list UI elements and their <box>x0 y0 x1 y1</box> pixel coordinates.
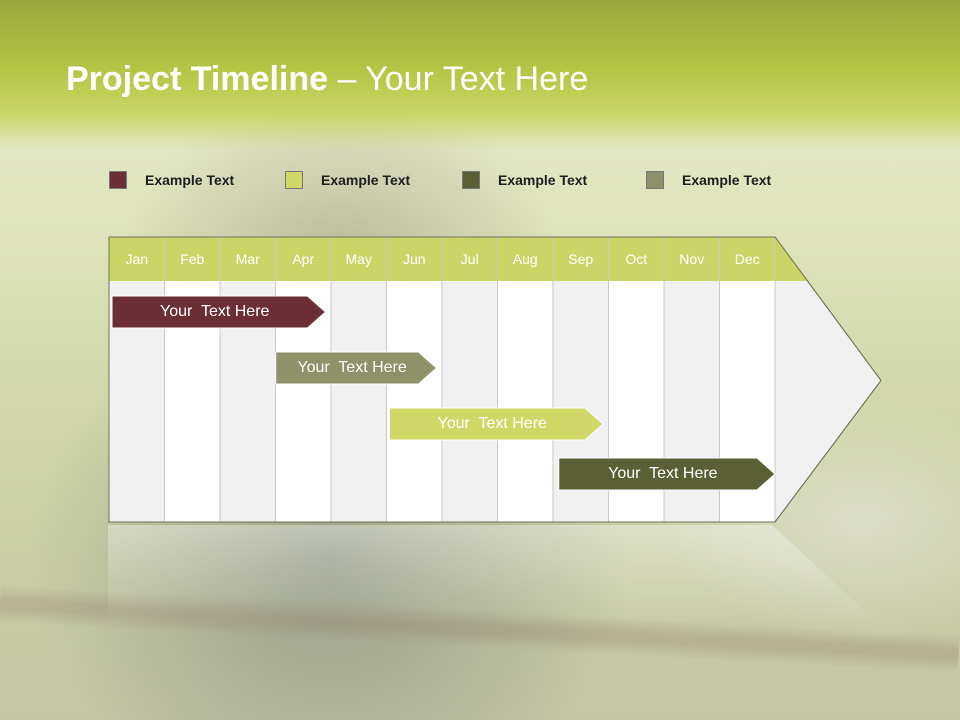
month-header-cell <box>220 237 276 281</box>
month-header-cell <box>442 237 498 281</box>
month-header-cell <box>331 237 387 281</box>
month-header-cell <box>109 237 165 281</box>
month-header-cell <box>719 237 775 281</box>
month-label: Dec <box>734 251 760 267</box>
title-rest: – Your Text Here <box>328 60 589 98</box>
task-bar-label: Your Text Here <box>160 303 270 320</box>
month-header-cell <box>553 237 609 281</box>
title-band <box>0 0 960 150</box>
month-header-cell <box>164 237 220 281</box>
month-column <box>497 281 553 522</box>
month-label: May <box>345 251 372 267</box>
month-header-cell <box>275 237 331 281</box>
month-header-cell <box>386 237 442 281</box>
month-header-cell <box>497 237 553 281</box>
legend-label: Example Text <box>145 172 235 188</box>
task-bar-label: Your Text Here <box>608 465 718 482</box>
task-bar <box>558 457 776 491</box>
month-header-cell <box>608 237 664 281</box>
legend-swatch <box>462 171 480 189</box>
month-label: Mar <box>235 251 260 267</box>
legend-label: Example Text <box>682 172 772 188</box>
month-column <box>331 281 387 522</box>
task-bar-label: Your Text Here <box>297 359 407 376</box>
month-column <box>386 281 442 522</box>
month-label: Aug <box>512 251 538 267</box>
month-label: Jul <box>460 251 479 267</box>
timeline-arrow-outline <box>108 236 882 523</box>
task-bar <box>389 407 604 441</box>
month-column <box>442 281 498 522</box>
slide-title: Project Timeline – Your Text Here <box>66 60 588 99</box>
task-bar-label: Your Text Here <box>437 415 547 432</box>
month-label: Apr <box>292 251 315 267</box>
month-label: Nov <box>679 251 705 267</box>
month-header-cell <box>664 237 720 281</box>
legend-swatch <box>109 171 127 189</box>
legend-swatch <box>646 171 664 189</box>
legend-label: Example Text <box>321 172 411 188</box>
legend-swatch <box>285 171 303 189</box>
month-label: Jan <box>125 251 149 267</box>
legend-label: Example Text <box>498 172 588 188</box>
month-label: Jun <box>402 251 426 267</box>
month-label: Feb <box>180 251 205 267</box>
title-bold: Project Timeline <box>66 60 329 98</box>
task-bar <box>111 295 327 329</box>
month-label: Oct <box>625 251 648 267</box>
month-label: Sep <box>568 251 594 267</box>
task-bar <box>275 351 438 385</box>
timeline-reflection <box>108 525 880 625</box>
